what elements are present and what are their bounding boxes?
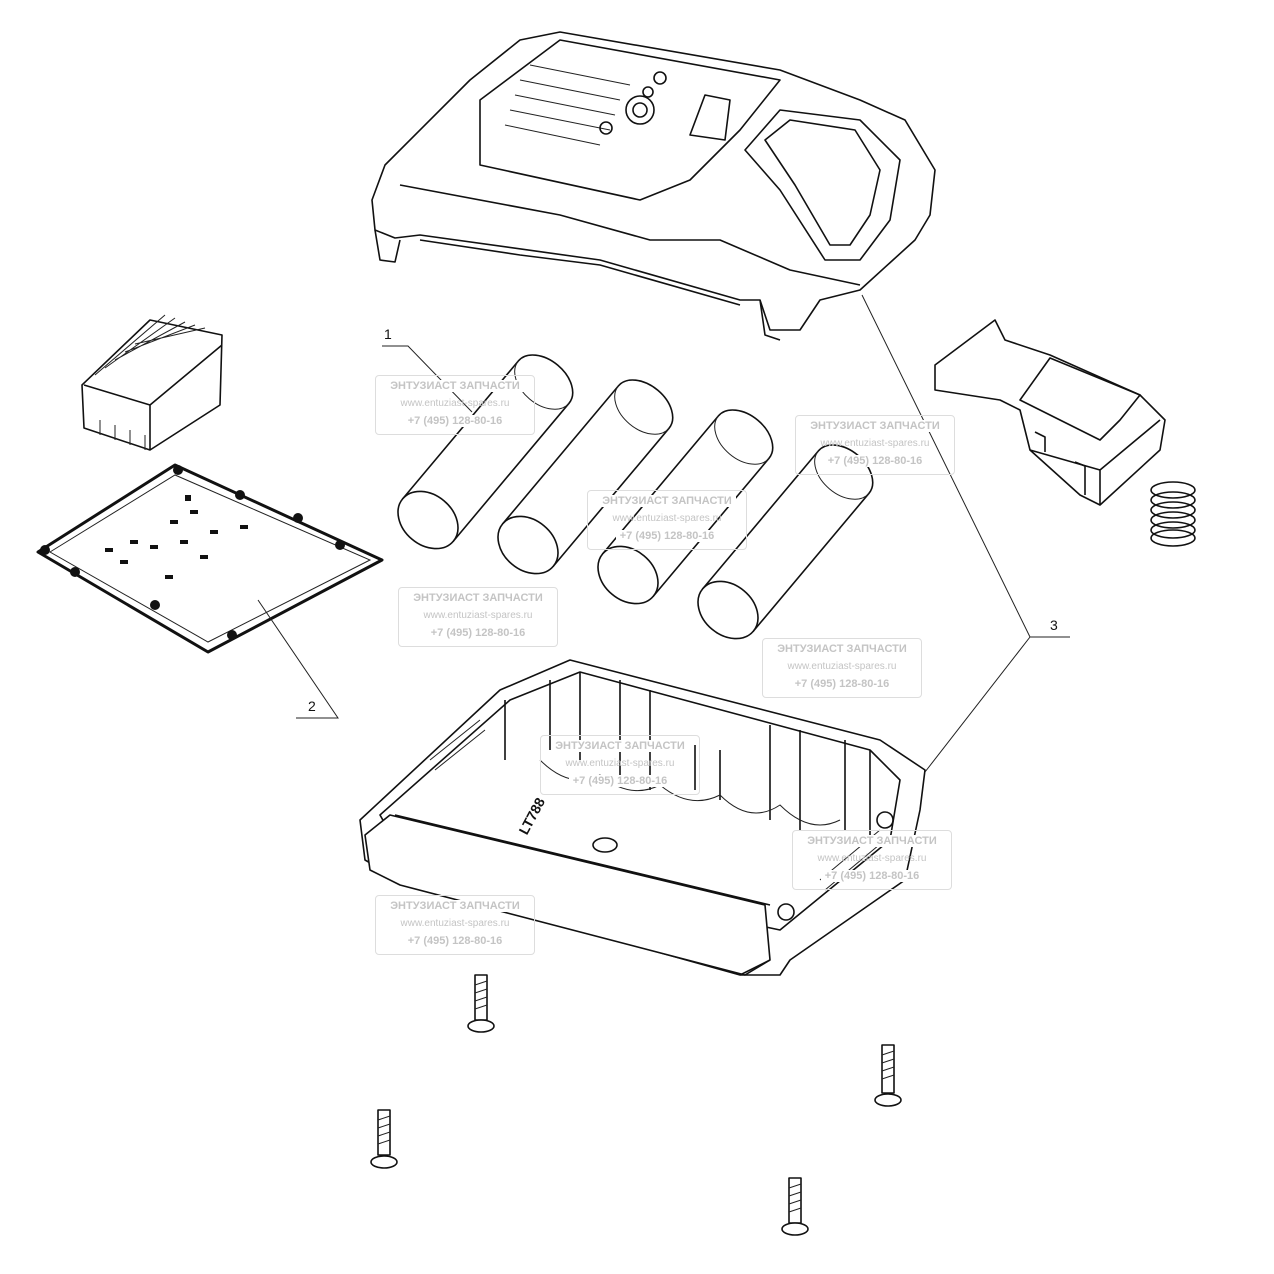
watermark-phone: +7 (495) 128-80-16 [820, 870, 924, 882]
latch-button [934, 319, 1166, 506]
watermark: ЭНТУЗИАСТ ЗАПЧАСТИ www.entuziast-spares.r… [792, 830, 952, 890]
watermark-company: ЭНТУЗИАСТ ЗАПЧАСТИ [598, 495, 736, 507]
watermark-website: www.entuziast-spares.ru [817, 853, 927, 864]
watermark-phone: +7 (495) 128-80-16 [426, 627, 530, 639]
spring [1150, 481, 1196, 547]
watermark-phone: +7 (495) 128-80-16 [403, 935, 507, 947]
screw [467, 974, 495, 1033]
watermark-company: ЭНТУЗИАСТ ЗАПЧАСТИ [551, 740, 689, 752]
watermark-phone: +7 (495) 128-80-16 [615, 530, 719, 542]
watermark-company: ЭНТУЗИАСТ ЗАПЧАСТИ [409, 592, 547, 604]
watermark-website: www.entuziast-spares.ru [423, 610, 533, 621]
watermark-company: ЭНТУЗИАСТ ЗАПЧАСТИ [803, 835, 941, 847]
callout-label: 2 [308, 698, 316, 714]
watermark-website: www.entuziast-spares.ru [565, 758, 675, 769]
battery-cells [397, 354, 874, 640]
callout-label: 3 [1050, 617, 1058, 633]
watermark-phone: +7 (495) 128-80-16 [790, 678, 894, 690]
watermark-company: ЭНТУЗИАСТ ЗАПЧАСТИ [386, 900, 524, 912]
watermark-website: www.entuziast-spares.ru [612, 513, 722, 524]
watermark: ЭНТУЗИАСТ ЗАПЧАСТИ www.entuziast-spares.r… [375, 375, 535, 435]
battery-cell [497, 379, 674, 575]
screw [874, 1044, 902, 1107]
watermark-website: www.entuziast-spares.ru [400, 918, 510, 929]
watermark: ЭНТУЗИАСТ ЗАПЧАСТИ www.entuziast-spares.r… [540, 735, 700, 795]
watermark: ЭНТУЗИАСТ ЗАПЧАСТИ www.entuziast-spares.r… [398, 587, 558, 647]
watermark-phone: +7 (495) 128-80-16 [823, 455, 927, 467]
watermark-website: www.entuziast-spares.ru [400, 398, 510, 409]
watermark-website: www.entuziast-spares.ru [787, 661, 897, 672]
battery-cell [397, 354, 574, 550]
watermark-phone: +7 (495) 128-80-16 [403, 415, 507, 427]
watermark: ЭНТУЗИАСТ ЗАПЧАСТИ www.entuziast-spares.r… [762, 638, 922, 698]
terminal-block [81, 314, 223, 451]
watermark-company: ЭНТУЗИАСТ ЗАПЧАСТИ [806, 420, 944, 432]
screw [370, 1109, 398, 1169]
watermark: ЭНТУЗИАСТ ЗАПЧАСТИ www.entuziast-spares.r… [795, 415, 955, 475]
bottom-case [359, 659, 926, 976]
watermark-website: www.entuziast-spares.ru [820, 438, 930, 449]
circuit-board [36, 463, 384, 654]
top-cover [371, 31, 936, 341]
screw [781, 1177, 809, 1236]
watermark-company: ЭНТУЗИАСТ ЗАПЧАСТИ [386, 380, 524, 392]
watermark: ЭНТУЗИАСТ ЗАПЧАСТИ www.entuziast-spares.r… [587, 490, 747, 550]
watermark-phone: +7 (495) 128-80-16 [568, 775, 672, 787]
watermark-company: ЭНТУЗИАСТ ЗАПЧАСТИ [773, 643, 911, 655]
callout-label: 1 [384, 326, 392, 342]
watermark: ЭНТУЗИАСТ ЗАПЧАСТИ www.entuziast-spares.r… [375, 895, 535, 955]
